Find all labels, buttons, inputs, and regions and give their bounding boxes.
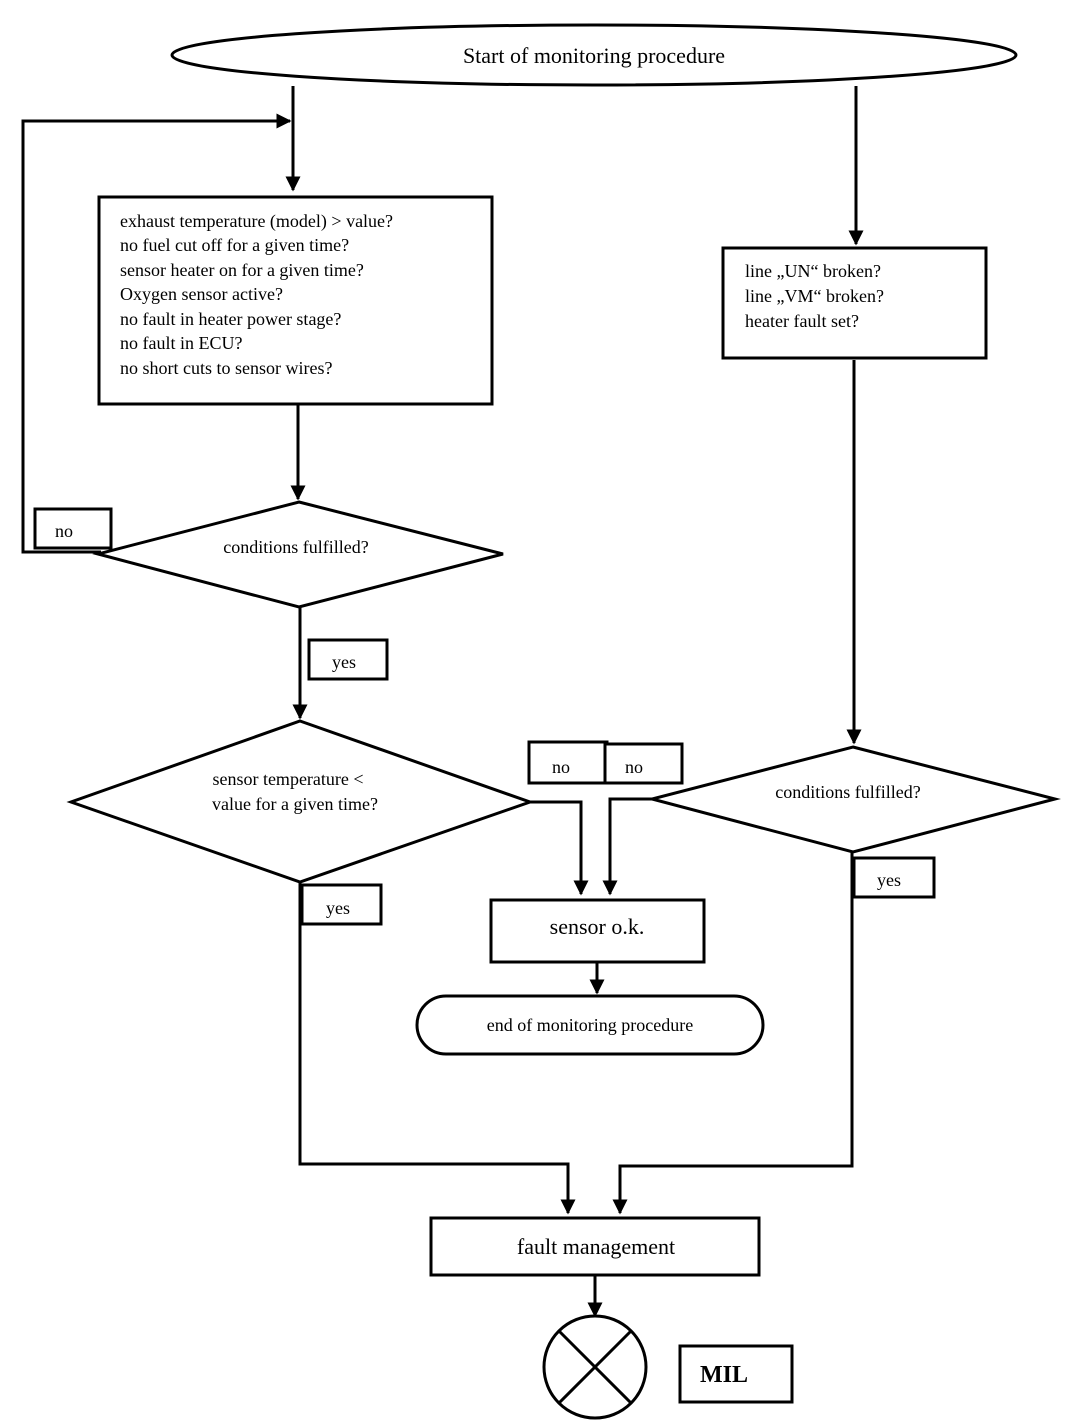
start-label: Start of monitoring procedure xyxy=(463,43,725,68)
no-loop-label: no xyxy=(55,521,73,541)
end-terminator xyxy=(415,994,765,1056)
end-label: end of monitoring procedure xyxy=(487,1015,693,1035)
no-loop-label-box xyxy=(33,507,113,550)
yes-right-label: yes xyxy=(877,870,901,890)
conditions-box xyxy=(97,195,494,406)
condition-line: no fault in heater power stage? xyxy=(120,309,341,329)
yes-sensor-label-box xyxy=(300,883,383,926)
line-check-line: line „VM“ broken? xyxy=(745,286,884,306)
arrow-right-yes-to-fault xyxy=(612,852,854,1215)
fault-management-label: fault management xyxy=(517,1234,675,1259)
sensor-ok-box xyxy=(489,898,706,964)
condition-line: no fault in ECU? xyxy=(120,333,242,353)
line-check-line: heater fault set? xyxy=(745,311,859,331)
decision-sensor-line: value for a given time? xyxy=(212,794,378,814)
condition-line: no short cuts to sensor wires? xyxy=(120,358,332,378)
yes-right-label-box xyxy=(852,856,936,899)
arrow-sensor-yes-to-fault xyxy=(298,882,576,1215)
start-terminator xyxy=(170,23,1018,87)
decision-right-label: conditions fulfilled? xyxy=(775,782,920,802)
line-check-box xyxy=(721,246,988,360)
mil-label: MIL xyxy=(700,1362,748,1388)
arrow-sensor-no-to-ok xyxy=(530,800,589,896)
decision-conditions-right xyxy=(646,745,1061,854)
mil-label-box xyxy=(678,1344,794,1404)
condition-line: exhaust temperature (model) > value? xyxy=(120,211,393,232)
arrow-no-loop-back xyxy=(21,113,292,554)
no-sensor-label: no xyxy=(552,757,570,777)
sensor-ok-label: sensor o.k. xyxy=(550,914,645,939)
decision-left-label: conditions fulfilled? xyxy=(223,537,368,557)
condition-line: no fuel cut off for a given time? xyxy=(120,235,349,255)
condition-line: Oxygen sensor active? xyxy=(120,284,283,304)
yes-left-label-box xyxy=(307,638,389,681)
arrow-right-no-to-ok xyxy=(602,797,652,896)
condition-line: sensor heater on for a given time? xyxy=(120,260,364,280)
no-right-label-box xyxy=(603,742,684,785)
decision-sensor-line: sensor temperature < xyxy=(212,769,363,789)
decision-sensor-temperature xyxy=(66,719,535,884)
line-check-line: line „UN“ broken? xyxy=(745,261,881,281)
yes-sensor-label: yes xyxy=(326,898,350,918)
decision-conditions-left xyxy=(92,500,504,609)
fault-management-box xyxy=(429,1216,761,1277)
yes-left-label: yes xyxy=(332,652,356,672)
mil-lamp-icon xyxy=(542,1314,648,1420)
no-right-label: no xyxy=(625,757,643,777)
